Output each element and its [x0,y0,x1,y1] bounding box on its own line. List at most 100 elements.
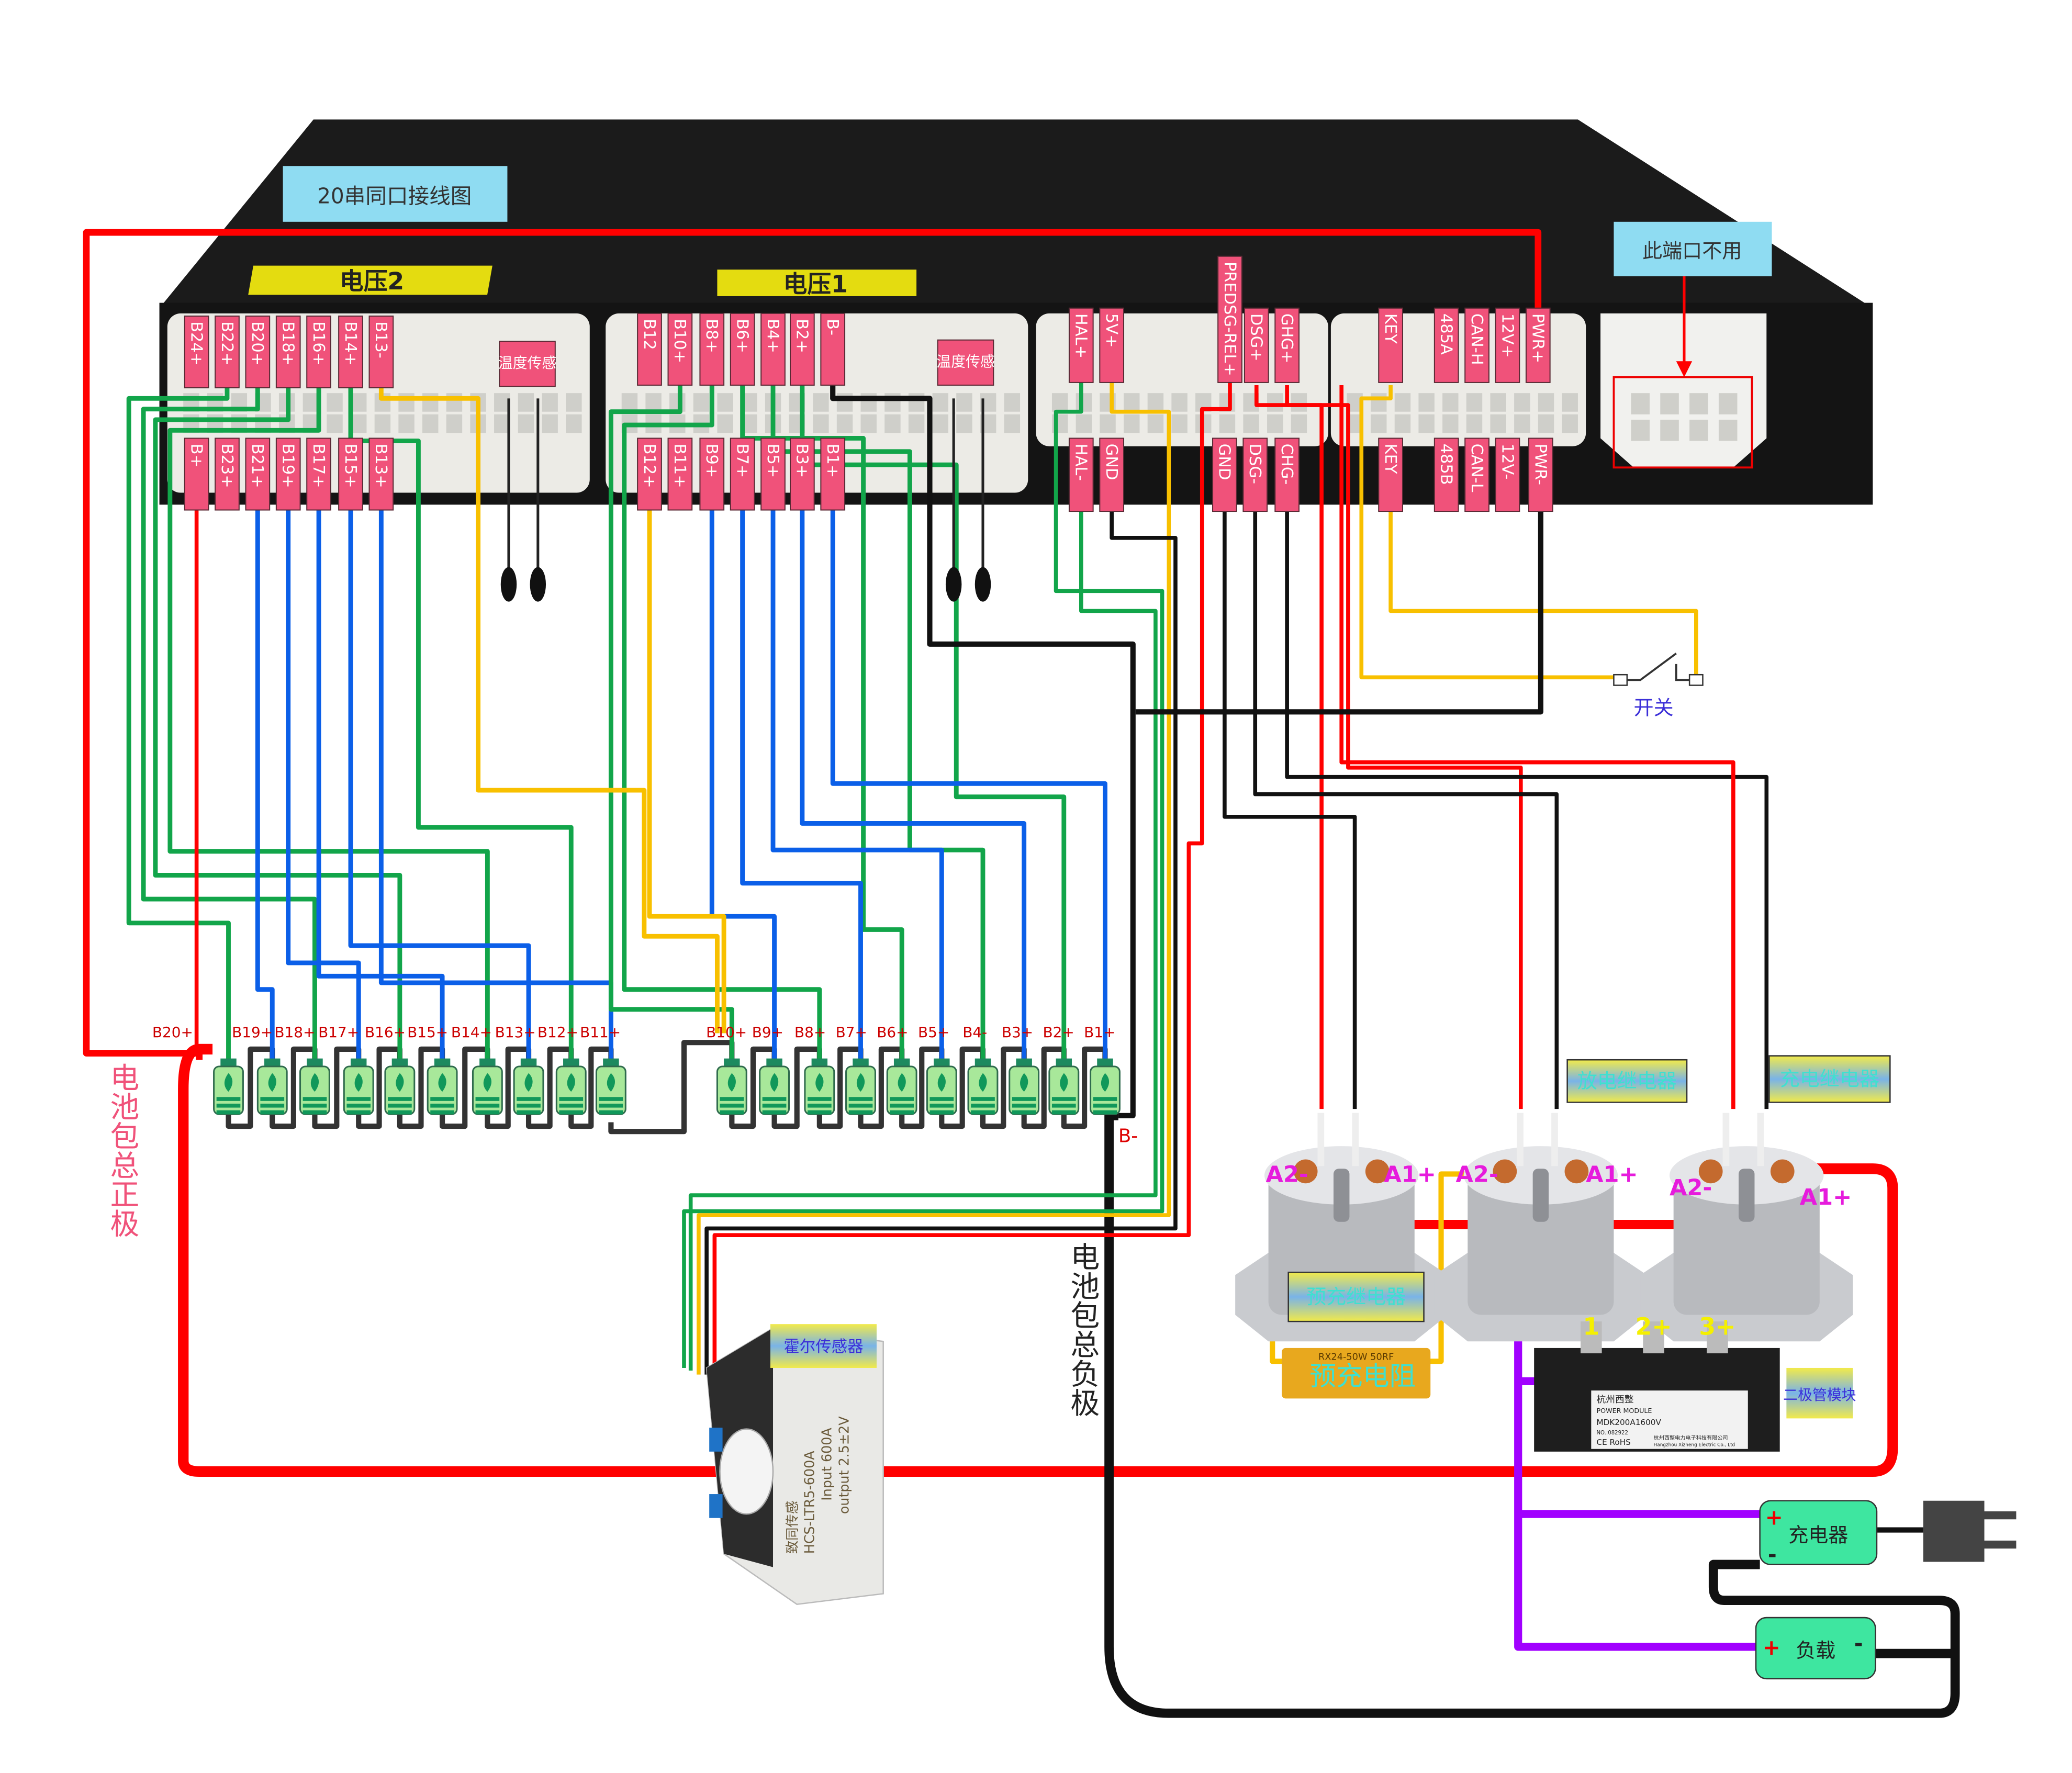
resistor-marking: RX24-50W 50RF [1318,1352,1394,1363]
pin-label: B9+ [702,444,721,478]
pin-label-box [1464,437,1489,512]
pin-label-box [789,437,815,511]
sticker-voltage2 [248,265,492,295]
cell-stripe [475,1097,500,1101]
leaf-icon [856,1073,865,1092]
pin-CAN-H: CAN-H [1464,307,1489,383]
connector-slot [1051,393,1068,412]
diode-module-plate [1591,1390,1748,1449]
cell-stripe [559,1103,584,1108]
pack-negative-bus [1104,1110,1960,1718]
battery-cell [343,1058,374,1115]
pin-B8+: B8+ [699,312,725,386]
connector-slot [398,414,415,433]
charge-relay-label: 充电继电器 [1780,1068,1879,1091]
pin-label: B3+ [793,444,811,478]
load: 负载 + - [1755,1617,1876,1680]
hall-sensor-clip [709,1428,723,1452]
cell-stripe [517,1103,541,1108]
cell-stripe [929,1097,954,1101]
cell-tap-label: B18+ [274,1024,315,1041]
discharge-relay-box [1566,1059,1688,1103]
cell-stripe [762,1097,787,1101]
title-text: 20串同口接线图 [317,183,472,208]
pin-KEY: KEY [1378,307,1403,383]
pin-label: B8+ [702,319,721,353]
cell-tap-label: B17+ [318,1024,359,1041]
wire [709,510,777,1060]
connector-slot [717,393,733,412]
relay-terminal [1293,1159,1318,1184]
cell-stripe [346,1110,371,1115]
battery-cell [1090,1058,1121,1115]
pin-KEY: KEY [1378,437,1403,512]
pin-B23+: B23+ [215,437,240,511]
pin-B13-: B13- [368,315,394,389]
relay-terminal [1698,1159,1723,1184]
connector-slot [1538,393,1554,412]
wire [647,510,726,1034]
cell-stripe [890,1110,914,1115]
pin-B-: B- [820,312,846,386]
hall-sensor-label: 霍尔传感器 [783,1338,863,1356]
temp-sensor-label: 温度传感 [936,353,995,370]
connector-slot [1689,393,1708,414]
predsg-wire [712,382,1232,1375]
temp-sensor-box [937,339,994,386]
cell-tap-label: B15+ [407,1024,448,1041]
cell-stripe [216,1103,241,1108]
diode-module-number: NO.:082922 [1596,1430,1628,1436]
pin-485A: 485A [1433,307,1459,383]
wire [378,388,720,1034]
connector-slot [446,414,463,433]
connector-slot [1004,414,1021,433]
connector-slot [422,414,439,433]
leaf-icon [524,1073,533,1092]
pin-label-box [667,437,693,511]
cell-tap-label: B16+ [365,1024,406,1041]
pin-B5+: B5+ [760,437,786,511]
connector-slot [645,393,662,412]
cell-stripe [559,1097,584,1101]
pin-label: B- [823,319,842,335]
pin-B16+: B16+ [306,315,331,389]
pin-B9+: B9+ [699,437,725,511]
cell-stripe [1093,1103,1117,1108]
connector-slot [932,393,949,412]
connector-slot [932,414,949,433]
precharge-resistor-label: 预充电阻 [1309,1361,1416,1392]
pin-label-box [820,312,846,386]
diode-terminal [1707,1321,1728,1354]
pin-B2+: B2+ [789,312,815,386]
wire [830,510,1107,1060]
pin-GHG+: GHG+ [1274,307,1300,383]
relay-body [1468,1169,1614,1315]
pin-B22+: B22+ [215,315,240,389]
title-box [283,166,508,222]
leaf-icon [979,1073,987,1092]
pin-label-box [1433,437,1459,512]
pin-label-box [820,437,846,511]
pin-B13+: B13+ [368,437,394,511]
connector-slot [1076,393,1092,412]
battery-cell [256,1058,288,1115]
pin-label-box [1433,307,1459,383]
sticker-voltage1-text: 电压1 [783,270,848,298]
pin-label-box [184,315,209,389]
pin-label-box [1495,437,1520,512]
leaf-icon [438,1073,446,1092]
pin-label: B12 [640,319,658,350]
cell-tap-label: B14+ [451,1024,492,1041]
connector-slot [350,414,367,433]
connector-slot [422,393,439,412]
diode-module-maker_en: Hangzhou Xizheng Electric Co., Ltd [1654,1443,1735,1448]
cell-stripe [517,1097,541,1101]
wire [608,385,734,1060]
pin-label-box [1464,307,1489,383]
battery-cell [1048,1058,1080,1115]
pin-DSG-: DSG- [1242,437,1268,512]
cell-stripe [971,1097,995,1101]
cell-stripe [346,1103,371,1108]
series-link [226,1040,1108,1135]
cell-tap-label: B9+ [752,1024,783,1041]
